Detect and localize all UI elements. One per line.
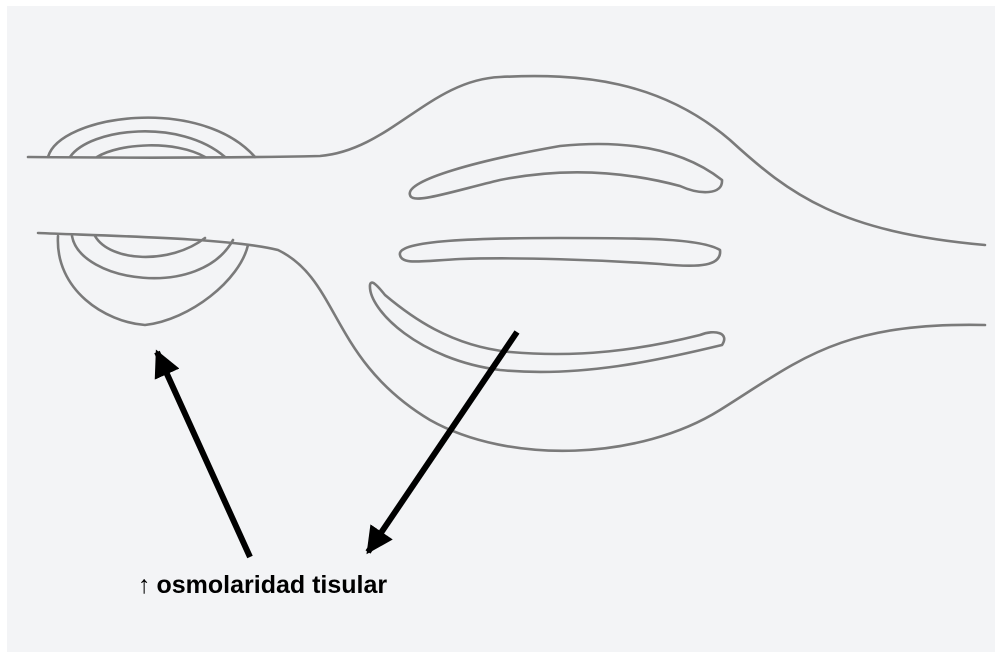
inner-loop-bottom: [370, 283, 724, 372]
tube-upper-outline: [28, 76, 985, 245]
up-arrow-symbol: ↑: [138, 571, 151, 599]
inner-loop-middle: [400, 238, 720, 266]
inner-loop-top: [410, 144, 722, 199]
upper-ring-outer: [48, 118, 255, 157]
arrow-to-ring: [157, 352, 250, 557]
arrow-to-inner-loop: [368, 332, 517, 552]
osmolarity-label: ↑osmolaridad tisular: [138, 571, 387, 600]
upper-ring-inner: [97, 145, 205, 157]
lower-ring-outer: [58, 236, 248, 325]
osmolarity-label-text: osmolaridad tisular: [157, 571, 388, 599]
